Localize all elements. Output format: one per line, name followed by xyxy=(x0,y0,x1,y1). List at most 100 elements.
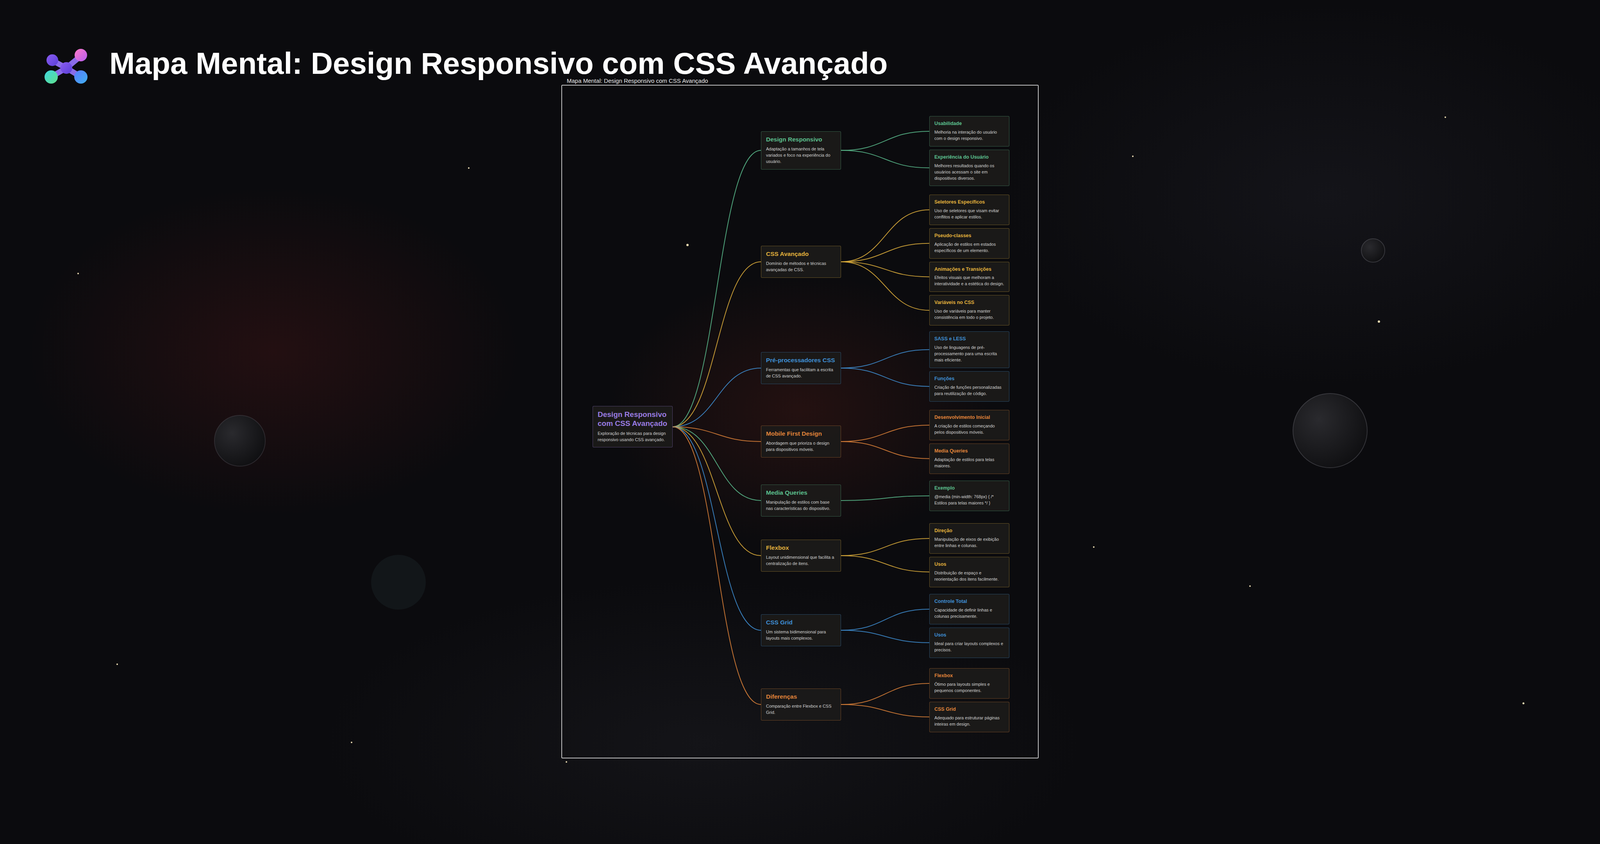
planet xyxy=(1292,393,1368,468)
branch-topic-box: CSS AvançadoDomínio de métodos e técnica… xyxy=(760,245,842,278)
topic-heading: Flexbox xyxy=(766,543,836,552)
branch-connector xyxy=(841,209,930,262)
topic-heading: Experiência do Usuário xyxy=(934,153,1005,161)
topic-heading: Funções xyxy=(934,375,1005,383)
branch-connector xyxy=(841,704,930,717)
subtopic-box: DireçãoManipulação de eixos de exibição … xyxy=(929,523,1010,554)
topic-description: Criação de funções personalizadas para r… xyxy=(934,384,1005,397)
branch-connector xyxy=(841,261,930,277)
topic-heading: Flexbox xyxy=(934,672,1005,679)
branch-connector xyxy=(841,683,930,705)
branch-connector xyxy=(672,426,761,556)
topic-heading: SASS e LESS xyxy=(934,335,1005,343)
topic-description: Uso de seletores que visam evitar confli… xyxy=(934,207,1005,221)
topic-description: @media (min-width: 768px) { /* Estilos p… xyxy=(934,493,1005,507)
topic-description: Domínio de métodos e técnicas avançadas … xyxy=(766,260,836,274)
topic-description: Exploração de técnicas para design respo… xyxy=(597,430,668,443)
branch-topic-box: CSS GridUm sistema bidimensional para la… xyxy=(760,614,842,647)
topic-description: Abordagem que prioriza o design para dis… xyxy=(766,440,836,453)
branch-connector xyxy=(841,555,930,572)
topic-description: Distribuição de espaço e reorientação do… xyxy=(934,569,1005,583)
topic-heading: Design Responsivo xyxy=(766,135,836,144)
topic-description: Ideal para criar layouts complexos e pre… xyxy=(934,640,1005,654)
branch-connector xyxy=(841,538,930,556)
branch-connector xyxy=(672,367,761,427)
topic-heading: Desenvolvimento Inicial xyxy=(934,414,1005,421)
branch-connector xyxy=(672,426,761,501)
topic-description: Adaptação a tamanhos de tela variados e … xyxy=(766,146,836,165)
topic-heading: CSS Grid xyxy=(766,618,836,627)
root-topic-box: Design Responsivo com CSS AvançadoExplor… xyxy=(592,405,673,448)
subtopic-box: FlexboxÓtimo para layouts simples e pequ… xyxy=(929,667,1010,699)
topic-heading: Direção xyxy=(934,527,1005,534)
topic-description: Um sistema bidimensional para layouts ma… xyxy=(766,628,836,642)
branch-topic-box: DiferençasComparação entre Flexbox e CSS… xyxy=(760,688,842,721)
branch-connector xyxy=(841,608,930,631)
topic-heading: Media Queries xyxy=(934,447,1005,455)
planet xyxy=(371,554,426,610)
branch-connector xyxy=(672,426,761,631)
topic-heading: Animações e Transições xyxy=(934,266,1005,273)
topic-description: Capacidade de definir linhas e colunas p… xyxy=(934,607,1005,620)
topic-description: Manipulação de estilos com base nas cara… xyxy=(766,499,836,512)
topic-heading: Media Queries xyxy=(766,488,836,497)
topic-heading: CSS Avançado xyxy=(766,250,836,259)
subtopic-box: UsosIdeal para criar layouts complexos e… xyxy=(929,627,1010,658)
branch-connector xyxy=(841,261,930,311)
topic-description: Uso de linguagens de pré-processamento p… xyxy=(934,344,1005,364)
frame-heading: Mapa Mental: Design Responsivo com CSS A… xyxy=(566,77,709,85)
topic-description: Ótimo para layouts simples e pequenos co… xyxy=(934,681,1005,694)
planet xyxy=(1361,238,1385,263)
branch-topic-box: Design ResponsivoAdaptação a tamanhos de… xyxy=(760,131,842,170)
topic-heading: Controle Total xyxy=(934,598,1005,605)
subtopic-box: Pseudo-classesAplicação de estilos em es… xyxy=(929,228,1010,259)
topic-description: Adequado para estruturar páginas inteira… xyxy=(934,714,1005,728)
topic-heading: Pseudo-classes xyxy=(934,232,1005,240)
branch-topic-box: FlexboxLayout unidimensional que facilit… xyxy=(760,539,842,572)
topic-heading: Diferenças xyxy=(766,692,836,701)
topic-description: Manipulação de eixos de exibição entre l… xyxy=(934,536,1005,549)
branch-connector xyxy=(841,150,930,168)
subtopic-box: CSS GridAdequado para estruturar páginas… xyxy=(929,701,1010,733)
topic-heading: Variáveis no CSS xyxy=(934,299,1005,306)
branch-connector xyxy=(841,131,930,151)
subtopic-box: Seletores EspecíficosUso de seletores qu… xyxy=(929,194,1010,225)
branch-topic-box: Mobile First DesignAbordagem que prioriz… xyxy=(760,425,842,458)
topic-description: Melhoria na interação do usuário com o d… xyxy=(934,129,1005,142)
topic-description: Ferramentas que facilitam a escrita de C… xyxy=(766,366,836,380)
topic-heading: Mobile First Design xyxy=(766,429,836,438)
branch-topic-box: Pré-processadores CSSFerramentas que fac… xyxy=(760,351,842,384)
subtopic-box: Desenvolvimento Inicial A criação de esti… xyxy=(929,409,1010,441)
map-frame: Mapa Mental: Design Responsivo com CSS A… xyxy=(561,84,1039,759)
subtopic-box: SASS e LESSUso de linguagens de pré-proc… xyxy=(929,331,1010,368)
branch-connector xyxy=(841,367,930,387)
topic-description: Comparação entre Flexbox e CSS Grid. xyxy=(766,703,836,716)
page-title: Mapa Mental: Design Responsivo com CSS A… xyxy=(109,47,888,80)
planet xyxy=(214,415,266,467)
subtopic-box: Variáveis no CSS Uso de variáveis para ma… xyxy=(929,294,1010,326)
topic-heading: Exemplo xyxy=(934,484,1005,492)
branch-connector xyxy=(672,150,761,427)
branch-connector xyxy=(841,441,930,459)
logo-icon xyxy=(42,47,91,86)
topic-heading: Design Responsivo com CSS Avançado xyxy=(597,410,668,429)
topic-description: Adaptação de estilos para telas maiores. xyxy=(934,456,1005,470)
subtopic-box: Experiência do UsuárioMelhores resultado… xyxy=(929,149,1010,187)
topic-description: A criação de estilos começando pelos dis… xyxy=(934,423,1005,436)
topic-description: Aplicação de estilos em estados específi… xyxy=(934,241,1005,254)
branch-connector xyxy=(841,349,930,368)
subtopic-box: Exemplo@media (min-width: 768px) { /* Es… xyxy=(929,480,1010,511)
topic-description: Efeitos visuais que melhoram a interativ… xyxy=(934,274,1005,288)
topic-heading: Usos xyxy=(934,560,1005,568)
subtopic-box: FunçõesCriação de funções personalizadas… xyxy=(929,371,1010,402)
topic-description: Uso de variáveis para manter consistênci… xyxy=(934,308,1005,321)
topic-description: Layout unidimensional que facilita a cen… xyxy=(766,554,836,567)
topic-heading: CSS Grid xyxy=(934,705,1005,713)
topic-description: Melhores resultados quando os usuários a… xyxy=(934,162,1005,182)
branch-topic-box: Media QueriesManipulação de estilos com … xyxy=(760,484,842,517)
subtopic-box: UsabilidadeMelhoria na interação do usuá… xyxy=(929,116,1010,147)
subtopic-box: UsosDistribuição de espaço e reorientaçã… xyxy=(929,556,1010,588)
branch-connector xyxy=(841,425,930,442)
branch-connector xyxy=(672,426,761,705)
branch-connector xyxy=(672,261,761,427)
